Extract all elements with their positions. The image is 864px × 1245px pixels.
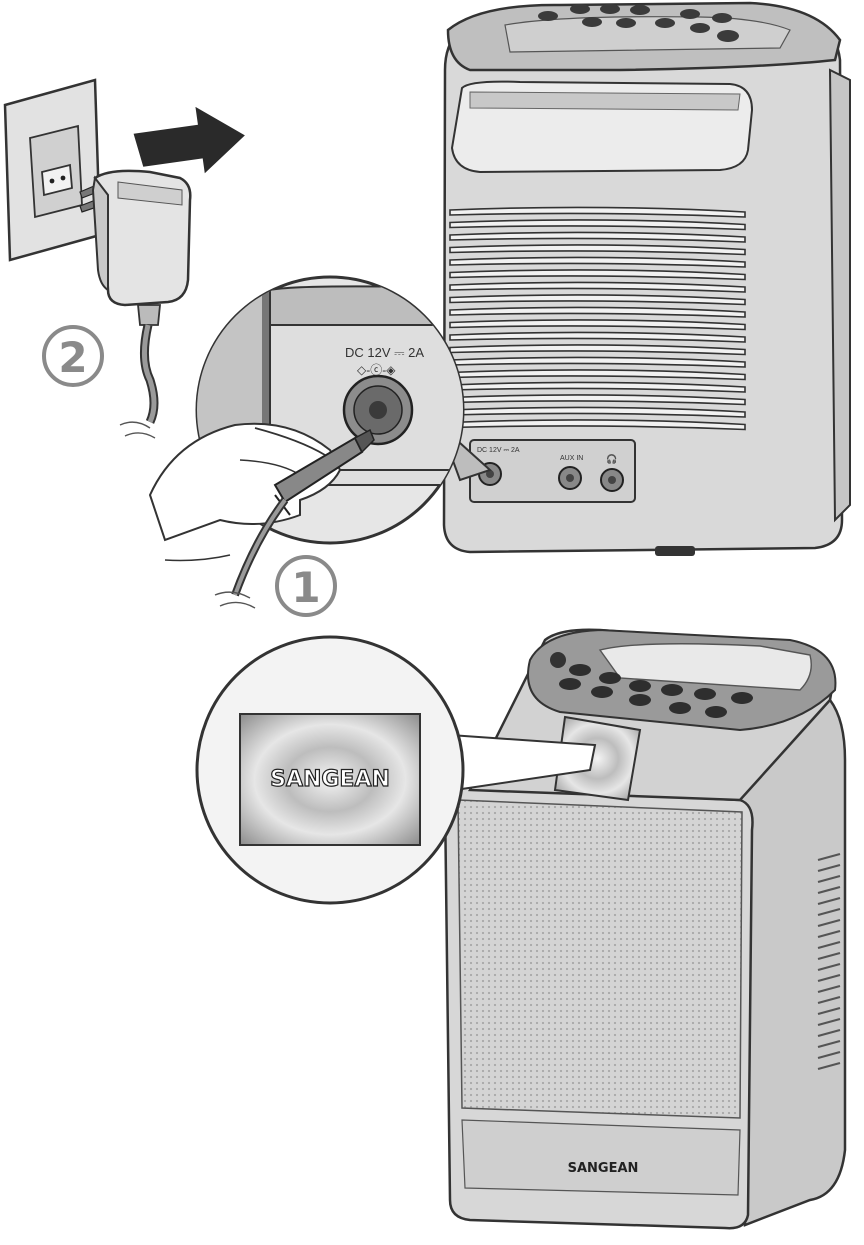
vent-slat: [449, 381, 746, 393]
side-vent-slot: [817, 951, 841, 961]
hand-with-plug: [148, 422, 375, 609]
side-vent-slot: [817, 907, 841, 917]
side-vent-slot: [817, 896, 841, 906]
step-1-marker: 1: [275, 555, 337, 617]
side-vent-slot: [817, 973, 841, 983]
front-top-buttons: [550, 652, 753, 718]
side-vent-slot: [817, 1039, 841, 1049]
side-vent-slot: [817, 929, 841, 939]
badge-brand-logo: SANGEAN: [270, 767, 390, 792]
aux-in-label: AUX IN: [560, 455, 583, 462]
vent-slat: [449, 419, 746, 431]
side-vent-slot: [817, 1028, 841, 1038]
side-vent-slot: [817, 852, 841, 862]
side-vent-slot: [817, 1050, 841, 1060]
radio-back-view: DC 12V ⎓ 2A AUX IN 🎧: [442, 1, 851, 556]
side-vent-slot: [817, 984, 841, 994]
side-vent-slot: [817, 962, 841, 972]
side-vent-slot: [817, 1006, 841, 1016]
front-brand-logo: SANGEAN: [568, 1161, 639, 1176]
step-2-number: 2: [58, 333, 87, 382]
vent-slat: [449, 256, 746, 268]
rear-dc-label: DC 12V ⎓ 2A: [477, 447, 520, 454]
step-2-marker: 2: [42, 325, 104, 387]
headphone-icon: 🎧: [606, 453, 617, 464]
side-vent-slot: [817, 874, 841, 884]
dc-rating-label: DC 12V ⎓ 2A: [345, 345, 424, 360]
wall-socket: [3, 78, 102, 262]
rear-connector-panel: DC 12V ⎓ 2A AUX IN 🎧: [469, 439, 636, 503]
power-adapter: [79, 169, 192, 439]
vent-slat: [449, 206, 746, 218]
top-buttons: [538, 4, 739, 42]
side-vent-slot: [817, 1061, 841, 1071]
side-vent-slot: [817, 940, 841, 950]
vent-slat: [449, 356, 746, 368]
logo-callout: SANGEAN: [195, 635, 597, 905]
step-1-number: 1: [291, 563, 320, 612]
vent-slat: [449, 244, 746, 256]
vent-slat: [449, 344, 746, 356]
vent-grille: [449, 206, 746, 431]
vent-slat: [449, 294, 746, 306]
vent-slat: [449, 331, 746, 343]
vent-slat: [449, 394, 746, 406]
vent-slat: [449, 269, 746, 281]
side-vent-slot: [817, 918, 841, 928]
side-vents: [817, 852, 841, 1071]
vent-slat: [449, 319, 746, 331]
side-vent-slot: [817, 1017, 841, 1027]
vent-slat: [449, 281, 746, 293]
vent-slat: [449, 306, 746, 318]
side-vent-slot: [817, 995, 841, 1005]
radio-front-view: SANGEAN: [443, 628, 847, 1230]
side-vent-slot: [817, 885, 841, 895]
vent-slat: [449, 406, 746, 418]
vent-slat: [449, 231, 746, 243]
vent-slat: [449, 219, 746, 231]
insert-arrow-icon: [133, 106, 245, 174]
vent-slat: [449, 369, 746, 381]
polarity-symbol: ◇-ⓒ-◈: [357, 363, 396, 377]
side-vent-slot: [817, 863, 841, 873]
